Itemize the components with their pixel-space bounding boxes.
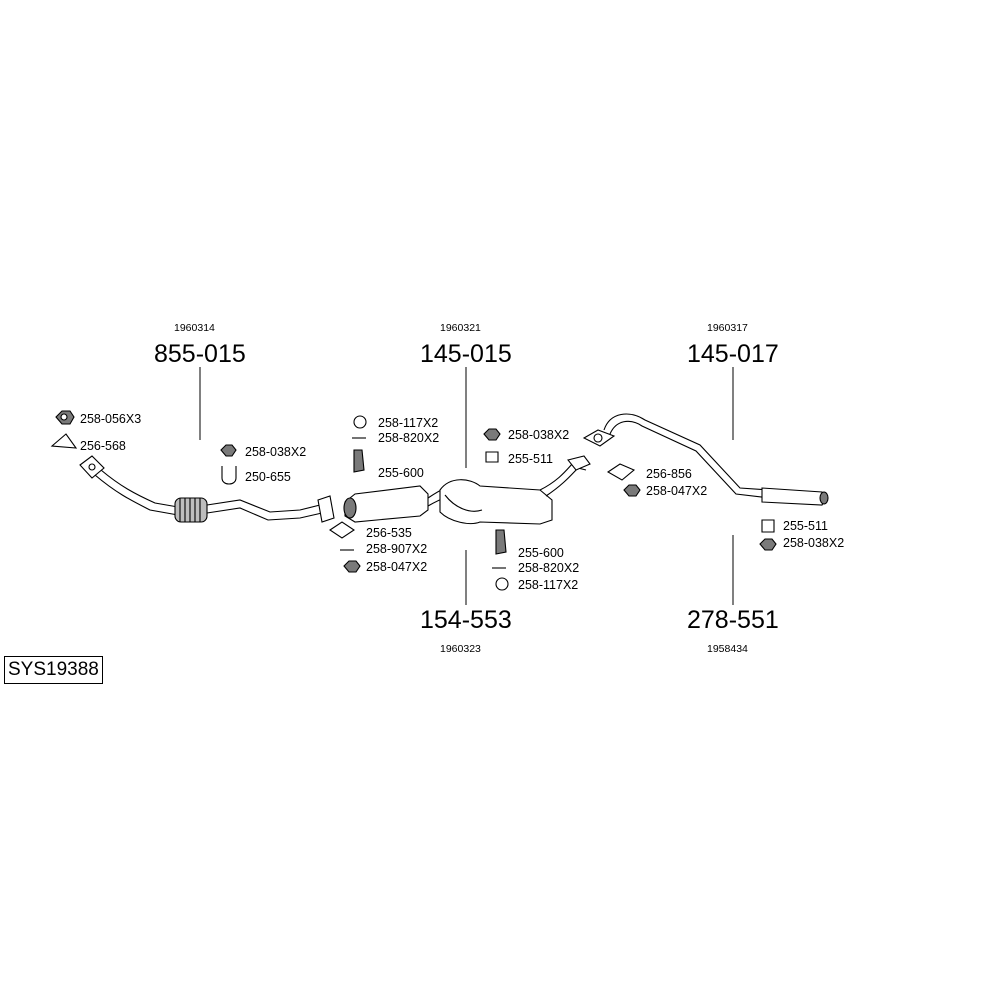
part-number-154-553[interactable]: 154-553 xyxy=(420,606,512,634)
u-bolt-clamp-icon xyxy=(221,466,237,485)
accessory-label[interactable]: 258-820X2 xyxy=(378,431,440,445)
accessory-label[interactable]: 255-511 xyxy=(508,452,553,466)
accessory-label[interactable]: 258-038X2 xyxy=(245,445,307,459)
hex-nut-hole xyxy=(60,413,68,421)
accessory-label[interactable]: 258-117X2 xyxy=(378,416,439,430)
ring-gasket-icon xyxy=(606,463,636,481)
tail-pipe-145-017 xyxy=(582,413,829,506)
system-id-box: SYS19388 xyxy=(4,656,103,684)
flange-nut-icon xyxy=(483,428,501,441)
accessory-label[interactable]: 255-600 xyxy=(518,546,564,560)
part-ref-145-015: 1960321 xyxy=(440,322,481,334)
accessory-label[interactable]: 256-856 xyxy=(646,467,692,481)
accessory-label[interactable]: 258-907X2 xyxy=(366,542,428,556)
accessory-label[interactable]: 258-117X2 xyxy=(518,578,579,592)
rubber-hanger-icon xyxy=(485,451,499,463)
accessory-label[interactable]: 255-511 xyxy=(783,519,828,533)
part-ref-154-553: 1960323 xyxy=(440,643,481,655)
part-number-855-015[interactable]: 855-015 xyxy=(154,340,246,368)
flange-nut-icon xyxy=(343,560,361,573)
accessory-label[interactable]: 256-568 xyxy=(80,439,126,453)
rubber-hanger-icon xyxy=(761,519,775,533)
front-silencer-145-015 xyxy=(343,485,463,523)
triangular-gasket-icon xyxy=(50,433,78,449)
accessory-label[interactable]: 255-600 xyxy=(378,466,424,480)
flange-nut-icon xyxy=(220,444,237,457)
accessory-label[interactable]: 250-655 xyxy=(245,470,291,484)
rear-silencer-154-553 xyxy=(439,455,591,525)
accessory-label[interactable]: 258-038X2 xyxy=(508,428,570,442)
part-number-145-017[interactable]: 145-017 xyxy=(687,340,779,368)
accessory-label[interactable]: 258-820X2 xyxy=(518,561,580,575)
accessory-label[interactable]: 258-047X2 xyxy=(366,560,428,574)
mounting-bracket-icon xyxy=(495,529,507,555)
accessory-label[interactable]: 258-047X2 xyxy=(646,484,708,498)
accessory-label[interactable]: 256-535 xyxy=(366,526,412,540)
ring-gasket-icon xyxy=(329,521,355,539)
ring-gasket-icon xyxy=(353,415,367,429)
part-ref-855-015: 1960314 xyxy=(174,322,215,334)
part-number-278-551[interactable]: 278-551 xyxy=(687,606,779,634)
ring-gasket-icon xyxy=(495,577,509,591)
front-pipe-855-015 xyxy=(79,455,335,523)
flange-nut-icon xyxy=(759,538,777,551)
part-number-145-015[interactable]: 145-015 xyxy=(420,340,512,368)
part-ref-278-551: 1958434 xyxy=(707,643,748,655)
part-ref-145-017: 1960317 xyxy=(707,322,748,334)
accessory-label[interactable]: 258-056X3 xyxy=(80,412,142,426)
accessory-label[interactable]: 258-038X2 xyxy=(783,536,845,550)
mounting-bracket-icon xyxy=(353,449,365,473)
flange-nut-icon xyxy=(623,484,641,497)
